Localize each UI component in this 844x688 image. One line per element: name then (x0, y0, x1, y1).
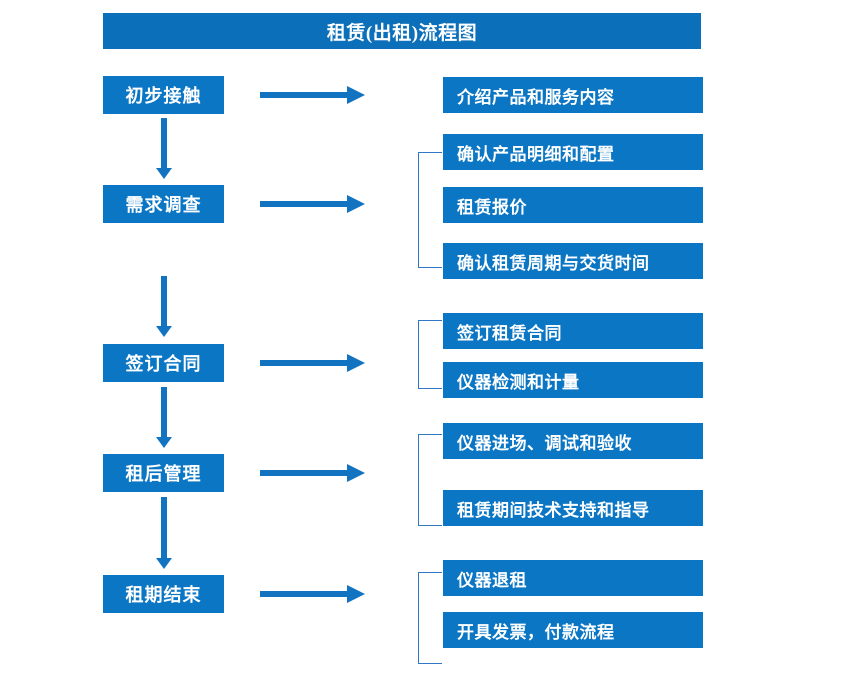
arrow-shaft (260, 92, 349, 98)
arrow-shaft (161, 387, 167, 437)
arrow-head-right-icon (347, 585, 365, 603)
detail-box-3[interactable]: 租赁报价 (443, 187, 703, 223)
group-bracket-2 (418, 152, 442, 268)
horizontal-arrow-4 (260, 464, 365, 482)
horizontal-arrow-2 (260, 195, 365, 213)
group-bracket-4 (418, 434, 442, 526)
arrow-head-down-icon (156, 558, 172, 569)
detail-box-8[interactable]: 租赁期间技术支持和指导 (443, 490, 703, 526)
detail-box-4[interactable]: 确认租赁周期与交货时间 (443, 243, 703, 279)
arrow-shaft (260, 470, 349, 476)
arrow-shaft (260, 591, 349, 597)
vertical-arrow-3-4 (156, 387, 172, 449)
arrow-head-right-icon (347, 195, 365, 213)
diagram-title: 租赁(出租)流程图 (103, 13, 701, 49)
arrow-head-down-icon (156, 168, 172, 179)
arrow-shaft (260, 360, 349, 366)
vertical-arrow-2-3 (156, 276, 172, 338)
arrow-head-right-icon (347, 464, 365, 482)
detail-box-7[interactable]: 仪器进场、调试和验收 (443, 423, 703, 459)
horizontal-arrow-3 (260, 354, 365, 372)
arrow-head-down-icon (156, 437, 172, 448)
arrow-shaft (260, 201, 349, 207)
stage-box-2[interactable]: 需求调查 (103, 185, 224, 223)
arrow-head-right-icon (347, 86, 365, 104)
arrow-shaft (161, 497, 167, 558)
group-bracket-5 (418, 572, 442, 664)
stage-box-4[interactable]: 租后管理 (103, 454, 224, 492)
detail-box-6[interactable]: 仪器检测和计量 (443, 362, 703, 398)
group-bracket-3 (418, 320, 442, 389)
detail-box-10[interactable]: 开具发票，付款流程 (443, 612, 703, 648)
detail-box-9[interactable]: 仪器退租 (443, 560, 703, 596)
stage-box-1[interactable]: 初步接触 (103, 76, 224, 114)
detail-box-2[interactable]: 确认产品明细和配置 (443, 134, 703, 170)
vertical-arrow-4-5 (156, 497, 172, 570)
stage-box-5[interactable]: 租期结束 (103, 575, 224, 613)
detail-box-5[interactable]: 签订租赁合同 (443, 313, 703, 349)
arrow-head-down-icon (156, 326, 172, 337)
arrow-head-right-icon (347, 354, 365, 372)
detail-box-1[interactable]: 介绍产品和服务内容 (443, 77, 703, 113)
arrow-shaft (161, 118, 167, 168)
horizontal-arrow-5 (260, 585, 365, 603)
stage-box-3[interactable]: 签订合同 (103, 344, 224, 382)
horizontal-arrow-1 (260, 86, 365, 104)
vertical-arrow-1-2 (156, 118, 172, 180)
arrow-shaft (161, 276, 167, 326)
